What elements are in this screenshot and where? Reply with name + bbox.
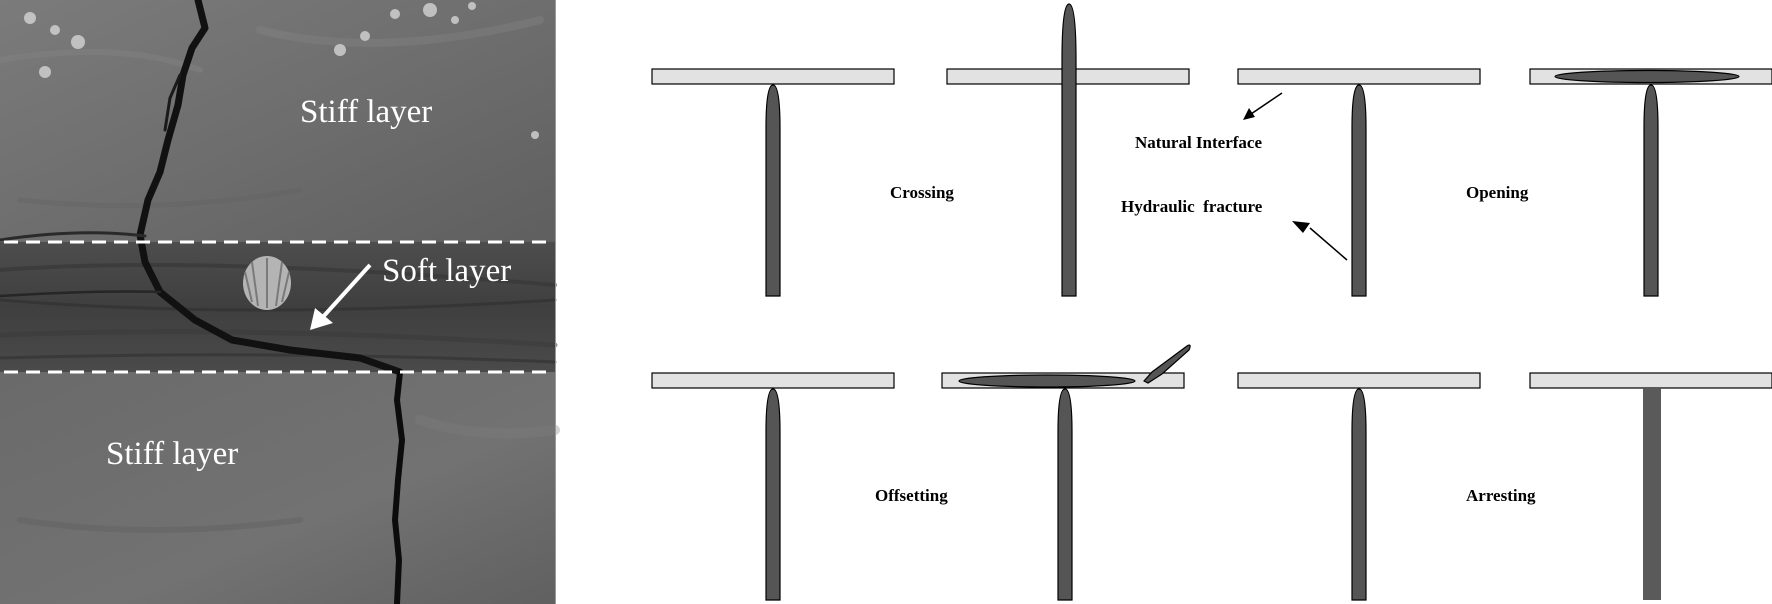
crossing-panel-before — [651, 68, 895, 297]
shell-fossil — [243, 256, 291, 310]
crossing-label: Crossing — [890, 183, 954, 202]
arrested-fracture — [1643, 388, 1661, 600]
arresting-label: Arresting — [1466, 486, 1536, 505]
offsetting-panel-after — [941, 344, 1191, 601]
arresting-panel-after — [1529, 372, 1772, 600]
natural-interface-bar — [651, 372, 895, 389]
soft-layer-arrow — [310, 263, 372, 330]
natural-interface-label: Natural Interface — [1135, 133, 1262, 152]
interface-slip — [958, 374, 1136, 388]
stiff-layer-top-rock — [0, 0, 555, 242]
stiff-layer-bottom-rock — [0, 372, 555, 604]
opened-interface — [1554, 69, 1740, 84]
lichen-spots — [24, 2, 539, 139]
arresting-panel-before — [1237, 372, 1481, 601]
crossing-panel-after — [946, 3, 1190, 297]
fracture-interaction-diagram: Crossing Natural Interface Hydraulic fra… — [651, 3, 1772, 601]
hydraulic-fracture-label: Hydraulic fracture — [1121, 197, 1263, 216]
natural-interface-bar — [1529, 372, 1772, 389]
rock-texture — [0, 16, 560, 533]
natural-interface-bar — [1237, 372, 1481, 389]
hydraulic-fracture — [1057, 388, 1073, 601]
stiff-layer-bottom-label: Stiff layer — [106, 436, 238, 472]
hydraulic-fracture-arrow — [1292, 221, 1348, 261]
opening-panel — [1529, 68, 1772, 297]
rock-fractures — [0, 0, 405, 604]
hydraulic-fracture — [765, 84, 781, 297]
natural-interface-bar — [651, 68, 895, 85]
opening-label: Opening — [1466, 183, 1529, 202]
natural-interface-bar — [1237, 68, 1481, 85]
natural-interface-arrow — [1243, 92, 1283, 120]
hydraulic-fracture — [765, 388, 781, 601]
offsetting-label: Offsetting — [875, 486, 948, 505]
legend-panel — [1237, 68, 1481, 297]
offset-fracture-branch — [1143, 344, 1191, 384]
hydraulic-fracture — [1643, 84, 1659, 297]
soft-layer-label: Soft layer — [382, 253, 511, 289]
hydraulic-fracture — [1351, 388, 1367, 601]
hydraulic-fracture — [1351, 84, 1367, 297]
hydraulic-fracture — [1061, 3, 1077, 297]
offsetting-panel-before — [651, 372, 895, 601]
outcrop-photo: Stiff layer Soft layer Stiff layer — [0, 0, 560, 604]
stiff-layer-top-label: Stiff layer — [300, 94, 432, 130]
